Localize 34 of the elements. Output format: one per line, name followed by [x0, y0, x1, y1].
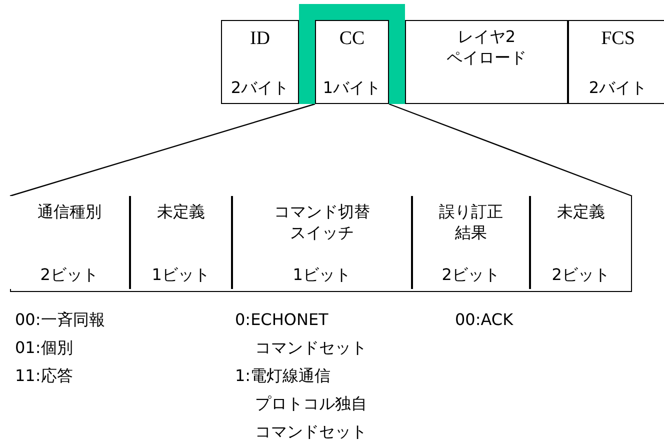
field-table: [10, 196, 632, 292]
code-note: 1:電灯線通信プロトコル独自コマンドセット: [235, 365, 367, 443]
code-note: 00:ACK: [455, 309, 514, 331]
field-cell: [130, 196, 232, 290]
field-cell: [221, 20, 299, 104]
field-name: 未定義: [156, 202, 205, 223]
field-name: 誤り訂正結果: [438, 202, 503, 244]
code-note: 0:ECHONETコマンドセット: [235, 309, 367, 359]
field-cell: [530, 196, 632, 290]
connector-line: [388, 103, 632, 197]
code-note: 01:個別: [15, 337, 73, 359]
field-size: 2バイト: [230, 78, 290, 99]
field-size: 2ビット: [40, 264, 98, 286]
field-cell: [412, 196, 530, 290]
field-size: 2バイト: [588, 78, 648, 99]
field-name: レイヤ2ペイロード: [446, 27, 526, 69]
field-cell: [405, 20, 568, 104]
field-name: コマンド切替スイッチ: [274, 202, 370, 244]
field-size: 1ビット: [152, 264, 210, 286]
field-cell: [568, 20, 664, 104]
field-name: CC: [339, 27, 365, 51]
field-size: 1バイト: [322, 78, 382, 99]
field-size: 2ビット: [442, 264, 500, 286]
field-cell: [315, 20, 389, 104]
field-size: 2ビット: [552, 264, 610, 286]
field-name: 通信種別: [37, 202, 102, 223]
field-name: 未定義: [556, 202, 605, 223]
field-name: ID: [250, 27, 270, 51]
code-note: 11:応答: [15, 365, 73, 387]
connector-line: [10, 103, 316, 197]
field-cell: [232, 196, 412, 290]
code-note: 00:一斉同報: [15, 309, 105, 331]
field-name: FCS: [601, 27, 635, 51]
field-size: 1ビット: [292, 264, 351, 286]
